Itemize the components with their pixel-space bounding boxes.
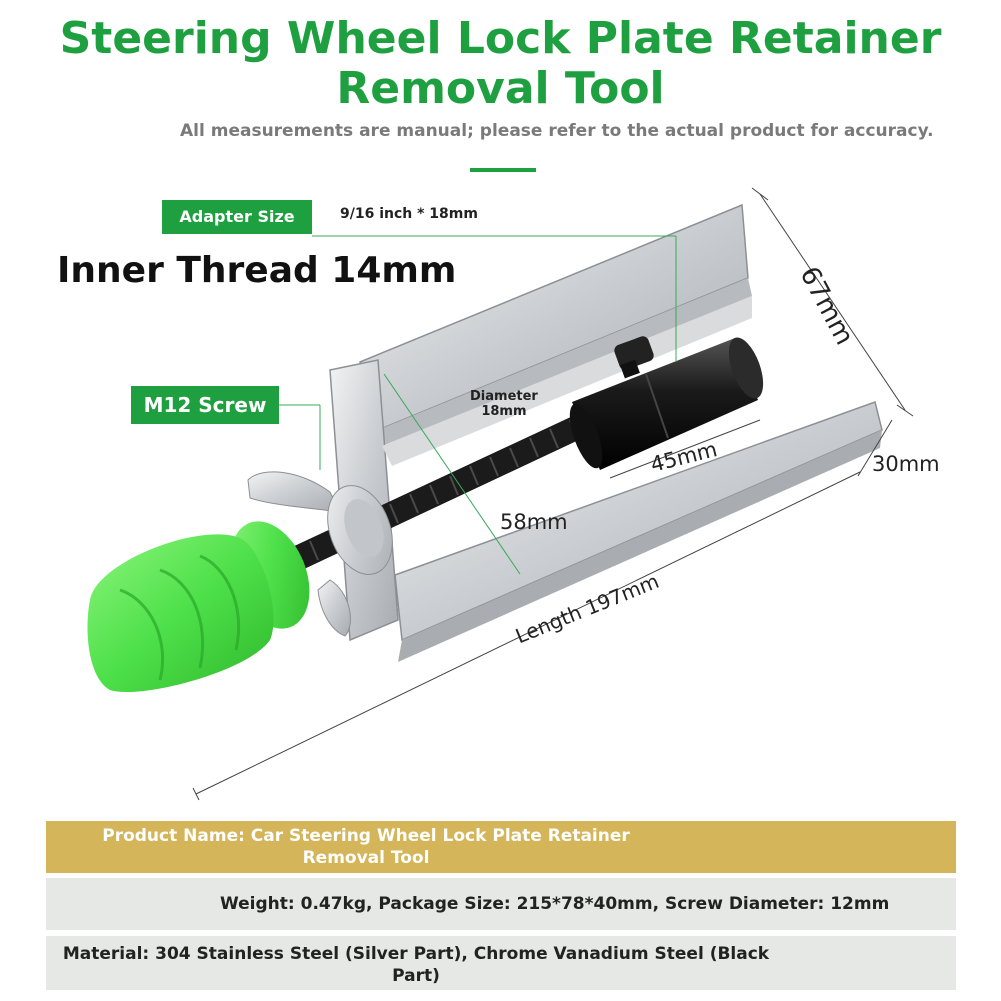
black-adapter-sleeve	[569, 336, 764, 470]
material-spec-band: Material: 304 Stainless Steel (Silver Pa…	[46, 936, 956, 990]
callout-leaders	[279, 235, 677, 575]
wing-nut	[247, 471, 393, 637]
inner-length-dimension: 58mm	[500, 510, 568, 534]
dimension-lines	[192, 187, 914, 801]
diameter-label-line2: 18mm	[481, 404, 527, 419]
diameter-label-line1: Diameter	[470, 389, 538, 404]
adapter-size-value: 9/16 inch * 18mm	[340, 206, 478, 222]
material-line2: Part)	[392, 966, 440, 986]
product-name-band: Product Name: Car Steering Wheel Lock Pl…	[46, 821, 956, 873]
weight-spec-band: Weight: 0.47kg, Package Size: 215*78*40m…	[46, 878, 956, 930]
adapter-size-tag: Adapter Size	[162, 200, 312, 234]
inner-thread-label: Inner Thread 14mm	[57, 250, 457, 291]
measurement-disclaimer: All measurements are manual; please refe…	[180, 121, 934, 141]
depth-dimension: 30mm	[872, 452, 940, 476]
product-name-line1: Product Name: Car Steering Wheel Lock Pl…	[102, 826, 630, 846]
diameter-label: Diameter 18mm	[470, 389, 538, 419]
material-line1: Material: 304 Stainless Steel (Silver Pa…	[62, 944, 770, 964]
title-divider	[470, 168, 536, 172]
product-name-line2: Removal Tool	[302, 848, 430, 868]
m12-screw-tag: M12 Screw	[131, 386, 279, 424]
page-title: Steering Wheel Lock Plate Retainer Remov…	[59, 13, 942, 114]
green-handle	[87, 521, 310, 693]
